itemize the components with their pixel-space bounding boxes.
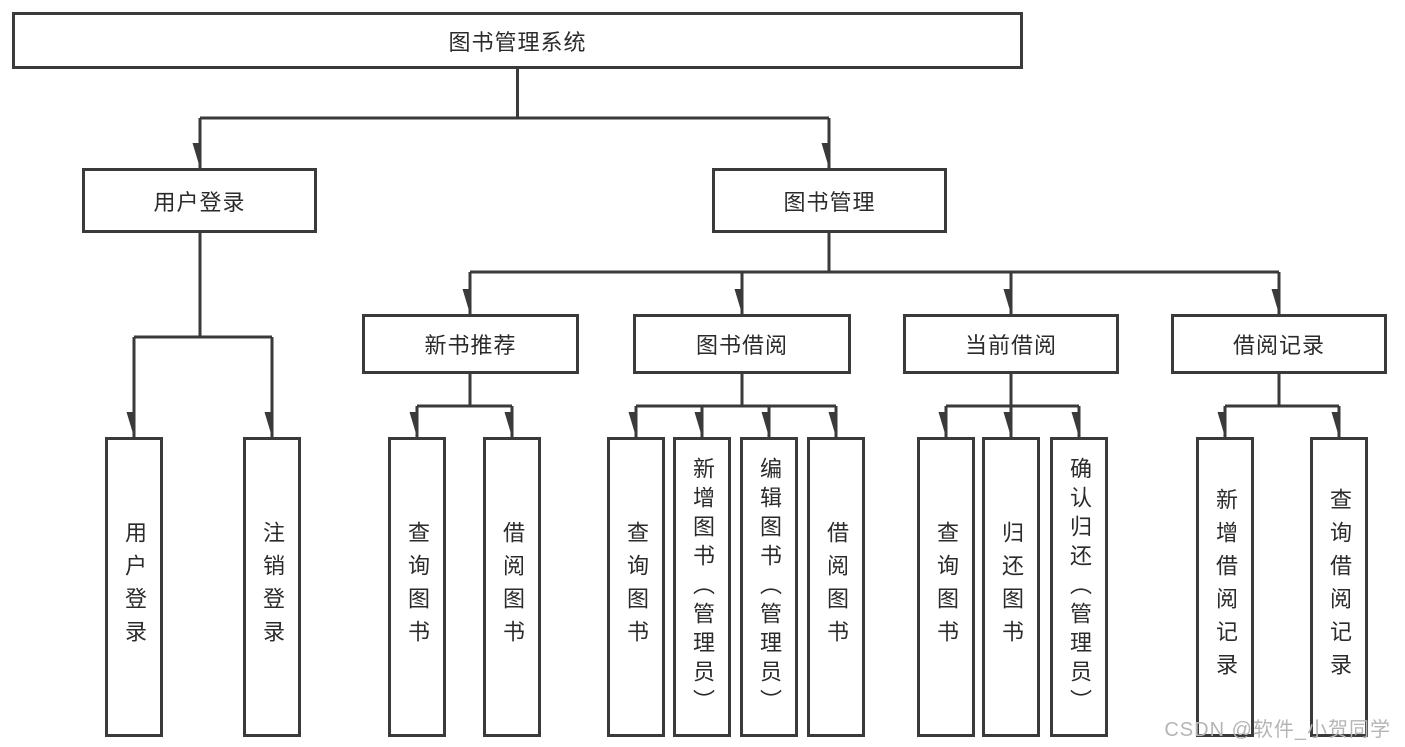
node-book-borrowing: 图书借阅 xyxy=(633,314,851,374)
connector-book-management-stem xyxy=(470,233,1279,274)
node-new-book-recommendation: 新书推荐 xyxy=(362,314,579,374)
leaf-add-borrow-record-label: 新增借阅记录 xyxy=(1213,488,1238,686)
leaf-user-login: 用户登录 xyxy=(105,437,163,737)
leaf-borrow-books-recommend: 借阅图书 xyxy=(483,437,541,737)
leaf-borrow-books-borrowing-label: 借阅图书 xyxy=(824,521,849,653)
connector-current-borrowing-stem xyxy=(946,374,1079,408)
node-current-borrowing: 当前借阅 xyxy=(903,314,1119,374)
csdn-watermark: CSDN @软件_小贺同学 xyxy=(1164,719,1391,741)
leaf-borrow-books-recommend-label: 借阅图书 xyxy=(500,521,525,653)
leaf-query-borrow-record-label: 查询借阅记录 xyxy=(1327,488,1352,686)
leaf-query-books-borrowing-label: 查询图书 xyxy=(624,521,649,653)
leaf-add-books-admin-label: 新增图书（管理员） xyxy=(690,456,715,718)
node-borrowing-records: 借阅记录 xyxy=(1171,314,1387,374)
leaf-user-login-label: 用户登录 xyxy=(122,521,147,653)
leaf-logout-label: 注销登录 xyxy=(260,521,285,653)
leaf-query-books-recommend-label: 查询图书 xyxy=(405,521,430,653)
leaf-add-borrow-record: 新增借阅记录 xyxy=(1196,437,1254,737)
connector-borrowing-records-stem xyxy=(1225,374,1339,408)
leaf-add-books-admin: 新增图书（管理员） xyxy=(673,437,731,737)
leaf-query-borrow-record: 查询借阅记录 xyxy=(1310,437,1368,737)
leaf-query-books-recommend: 查询图书 xyxy=(388,437,446,737)
node-root: 图书管理系统 xyxy=(12,12,1023,69)
leaf-query-books-current: 查询图书 xyxy=(917,437,975,737)
node-book-management: 图书管理 xyxy=(712,168,947,233)
leaf-query-books-current-label: 查询图书 xyxy=(934,521,959,653)
connector-user-login-stem xyxy=(134,233,272,339)
leaf-borrow-books-borrowing: 借阅图书 xyxy=(807,437,865,737)
leaf-edit-books-admin: 编辑图书（管理员） xyxy=(740,437,798,737)
connector-book-borrowing-stem xyxy=(636,374,836,408)
leaf-edit-books-admin-label: 编辑图书（管理员） xyxy=(757,456,782,718)
leaf-confirm-return-admin-label: 确认归还（管理员） xyxy=(1067,456,1092,718)
leaf-query-books-borrowing: 查询图书 xyxy=(607,437,665,737)
leaf-return-books: 归还图书 xyxy=(982,437,1040,737)
leaf-logout: 注销登录 xyxy=(243,437,301,737)
leaf-confirm-return-admin: 确认归还（管理员） xyxy=(1050,437,1108,737)
leaf-return-books-label: 归还图书 xyxy=(999,521,1024,653)
connector-root-stem xyxy=(200,68,829,120)
node-user-login: 用户登录 xyxy=(82,168,317,233)
connector-new-book-stem xyxy=(417,374,512,408)
